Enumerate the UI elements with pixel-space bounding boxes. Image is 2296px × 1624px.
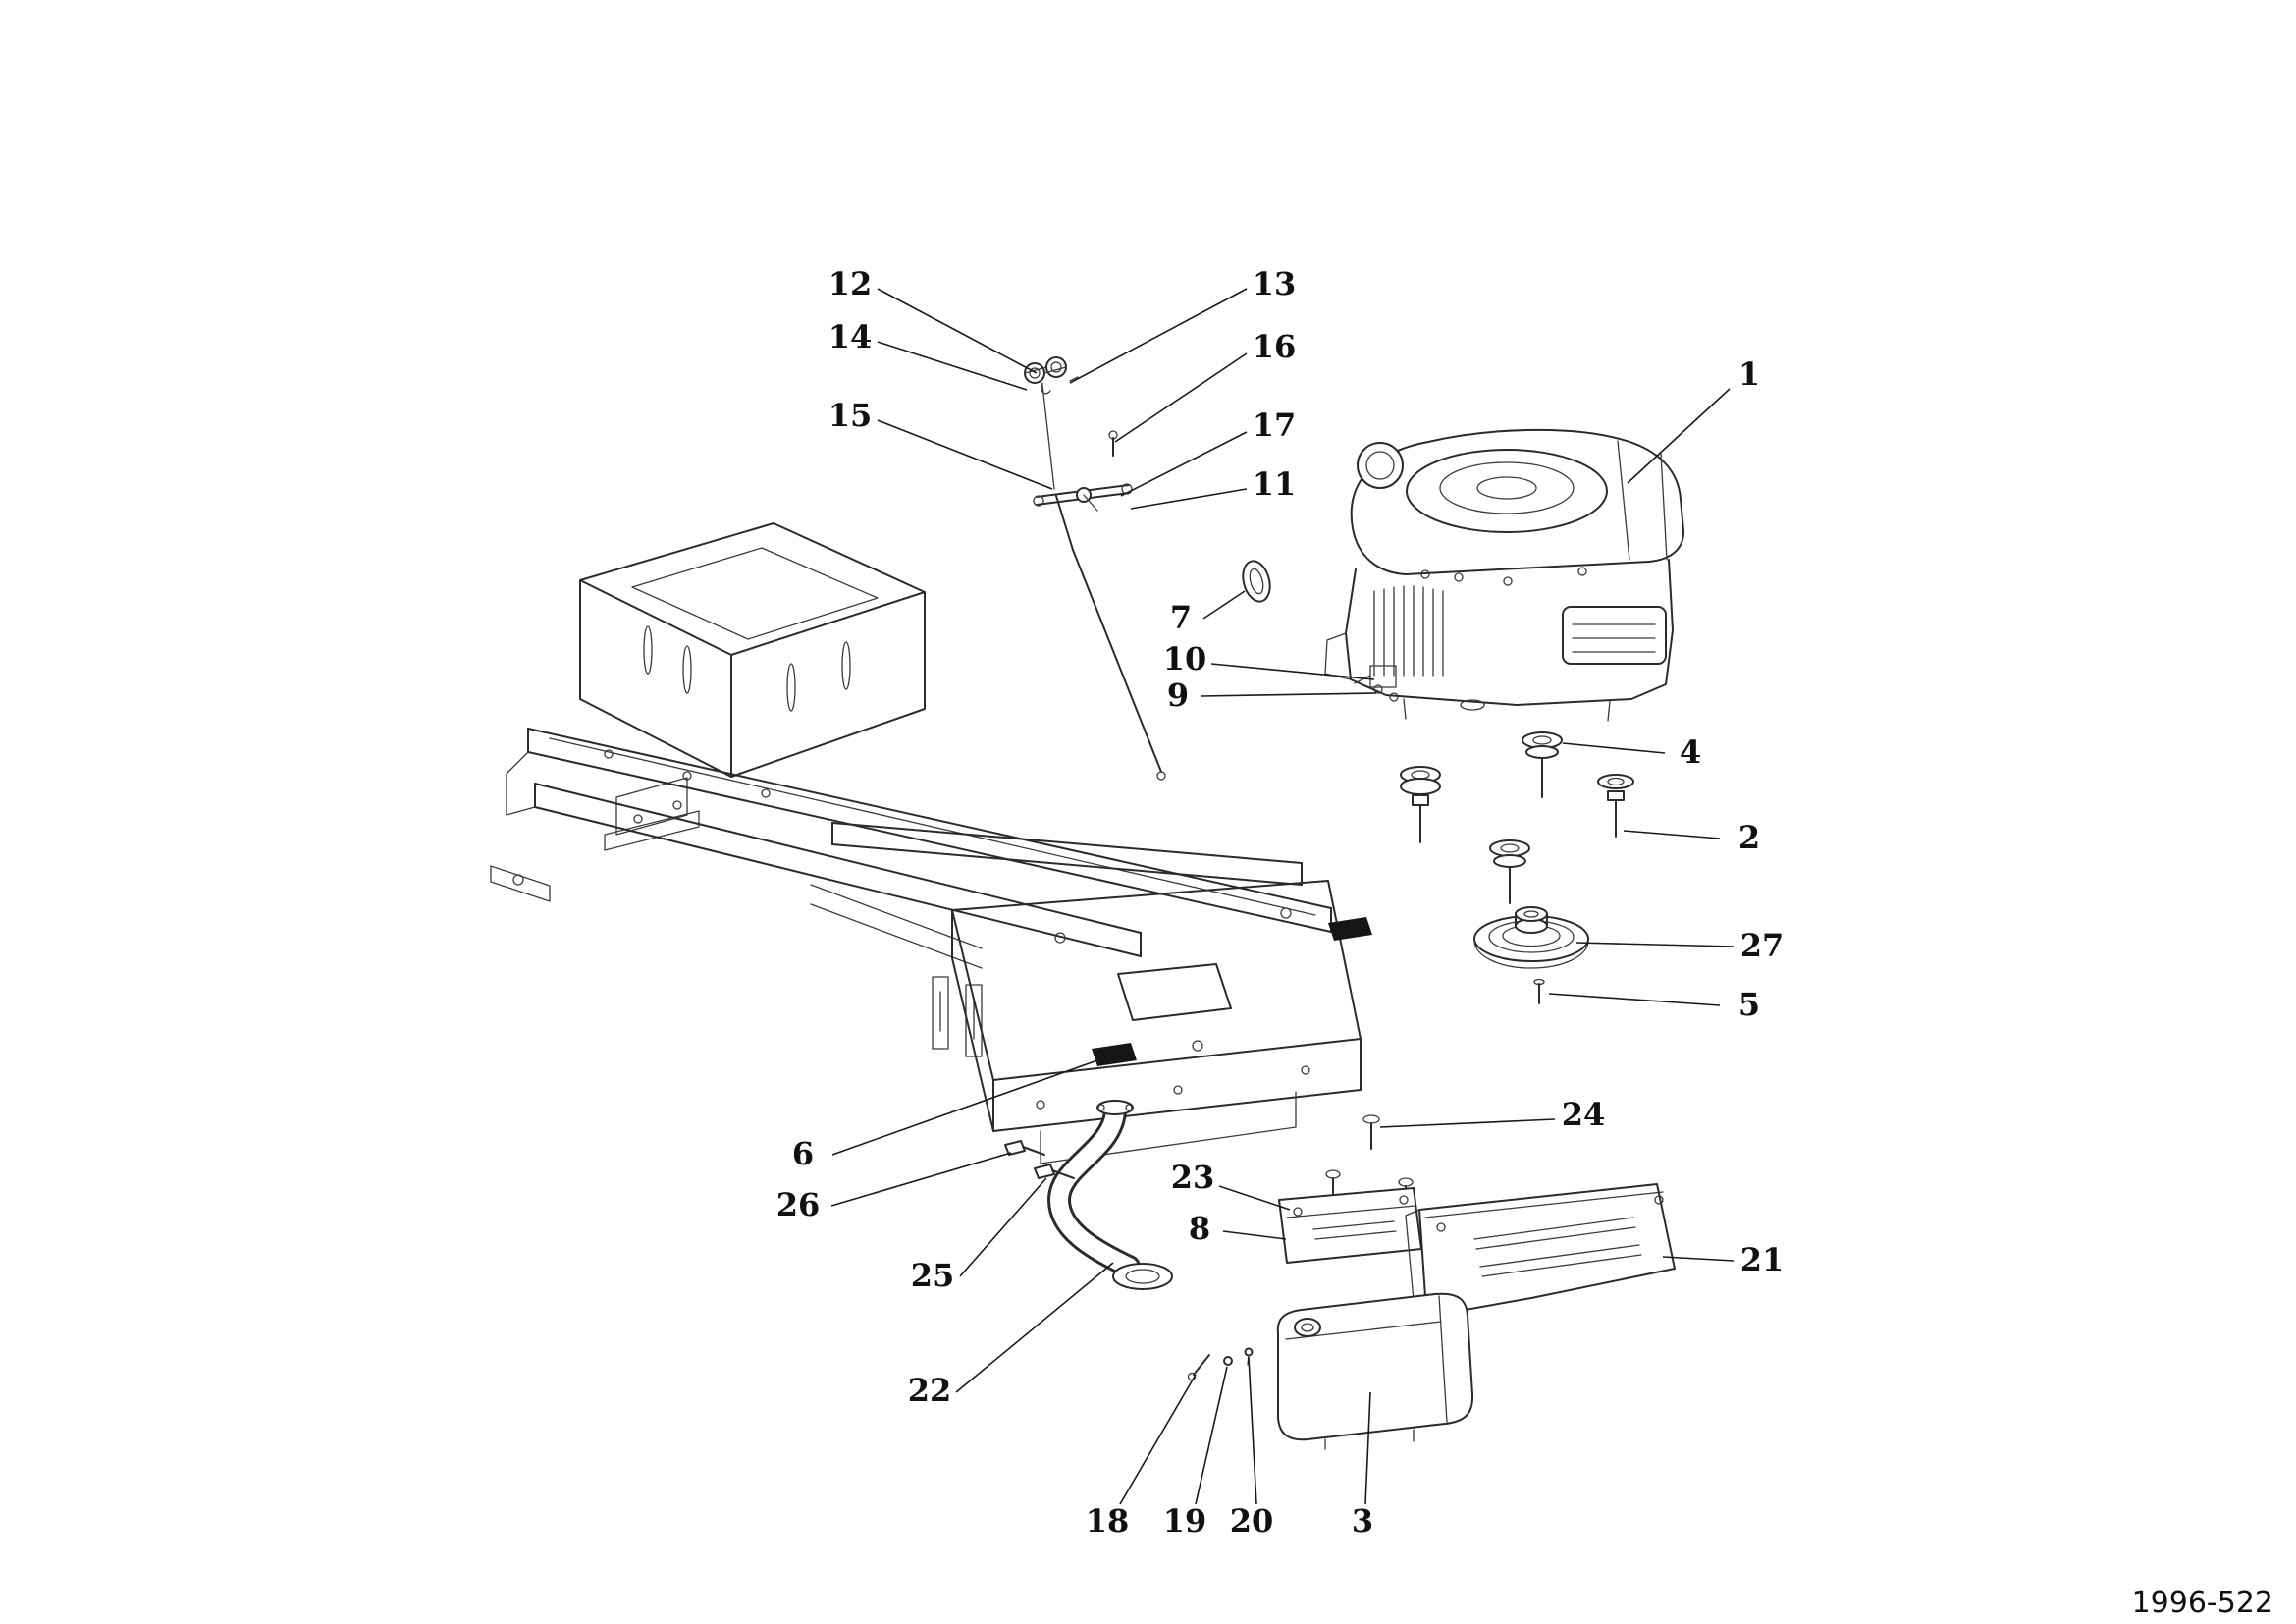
callout-1: 1 — [1738, 355, 1760, 393]
callout-3: 3 — [1352, 1502, 1373, 1540]
muffler-bracket-drawing — [1278, 1169, 1422, 1264]
callout-25: 25 — [911, 1257, 955, 1294]
callout-2: 2 — [1738, 819, 1760, 856]
callout-8: 8 — [1189, 1210, 1210, 1247]
screws-25-26-drawing — [1004, 1140, 1075, 1179]
callout-leader-2 — [1623, 830, 1721, 839]
callout-leader-18 — [1119, 1374, 1197, 1505]
callout-18: 18 — [1086, 1502, 1130, 1540]
callout-leader-19 — [1195, 1366, 1228, 1505]
callout-leader-16 — [1114, 352, 1248, 443]
callout-26: 26 — [776, 1186, 821, 1223]
callout-leader-5 — [1548, 993, 1721, 1006]
callout-leader-4 — [1562, 742, 1666, 754]
callout-10: 10 — [1163, 640, 1207, 677]
callout-leader-8 — [1222, 1230, 1287, 1240]
callout-leader-24 — [1379, 1118, 1556, 1128]
callout-23: 23 — [1171, 1159, 1215, 1196]
exhaust-pipe-drawing — [1046, 1100, 1173, 1290]
callout-6: 6 — [792, 1135, 814, 1172]
callout-11: 11 — [1253, 465, 1297, 503]
callout-leader-1 — [1627, 388, 1731, 484]
control-linkage-drawing — [1024, 356, 1166, 781]
callout-7: 7 — [1170, 599, 1192, 636]
engine-drawing — [1324, 428, 1685, 722]
pulley-drawing — [1473, 906, 1589, 969]
callout-leader-21 — [1662, 1256, 1735, 1262]
frame-assembly-drawing — [490, 522, 1332, 1057]
engine-deck-drawing — [951, 880, 1372, 1164]
callout-14: 14 — [828, 318, 873, 355]
muffler-drawing — [1276, 1292, 1474, 1450]
callout-17: 17 — [1253, 406, 1297, 444]
callout-leader-26 — [830, 1152, 1012, 1207]
callout-27: 27 — [1740, 927, 1785, 964]
callout-leader-13 — [1069, 288, 1248, 384]
callout-5: 5 — [1738, 986, 1760, 1023]
callout-leader-20 — [1248, 1356, 1257, 1505]
callout-13: 13 — [1253, 265, 1297, 302]
callout-leader-9 — [1201, 692, 1377, 697]
callout-leader-14 — [877, 341, 1028, 391]
callout-leader-6 — [831, 1059, 1098, 1156]
callout-22: 22 — [908, 1372, 952, 1409]
callout-12: 12 — [828, 265, 873, 302]
callout-leader-22 — [955, 1262, 1114, 1393]
bolt-24-drawing — [1362, 1114, 1380, 1150]
callout-leader-10 — [1210, 663, 1375, 680]
small-fasteners-drawing — [1187, 1347, 1254, 1381]
callout-9: 9 — [1167, 677, 1189, 714]
callout-leader-17 — [1120, 431, 1248, 497]
mount-hardware-drawing — [1400, 731, 1634, 904]
callout-leader-25 — [959, 1177, 1047, 1277]
callout-leader-27 — [1575, 942, 1735, 947]
callout-leader-12 — [877, 288, 1038, 374]
callout-24: 24 — [1562, 1096, 1606, 1133]
doc-number: 1996-522 — [2132, 1586, 2273, 1620]
callout-leader-23 — [1218, 1185, 1291, 1211]
callout-leader-7 — [1202, 590, 1246, 620]
callout-leader-15 — [877, 419, 1053, 490]
loop-part-drawing — [1242, 560, 1271, 603]
callout-19: 19 — [1163, 1502, 1207, 1540]
callout-4: 4 — [1680, 733, 1701, 771]
callout-16: 16 — [1253, 328, 1297, 365]
callout-21: 21 — [1740, 1241, 1785, 1278]
pin-5-drawing — [1533, 978, 1545, 1004]
callout-20: 20 — [1230, 1502, 1274, 1540]
callout-15: 15 — [828, 397, 873, 434]
callout-leader-11 — [1130, 488, 1248, 510]
callout-leader-3 — [1364, 1391, 1371, 1505]
